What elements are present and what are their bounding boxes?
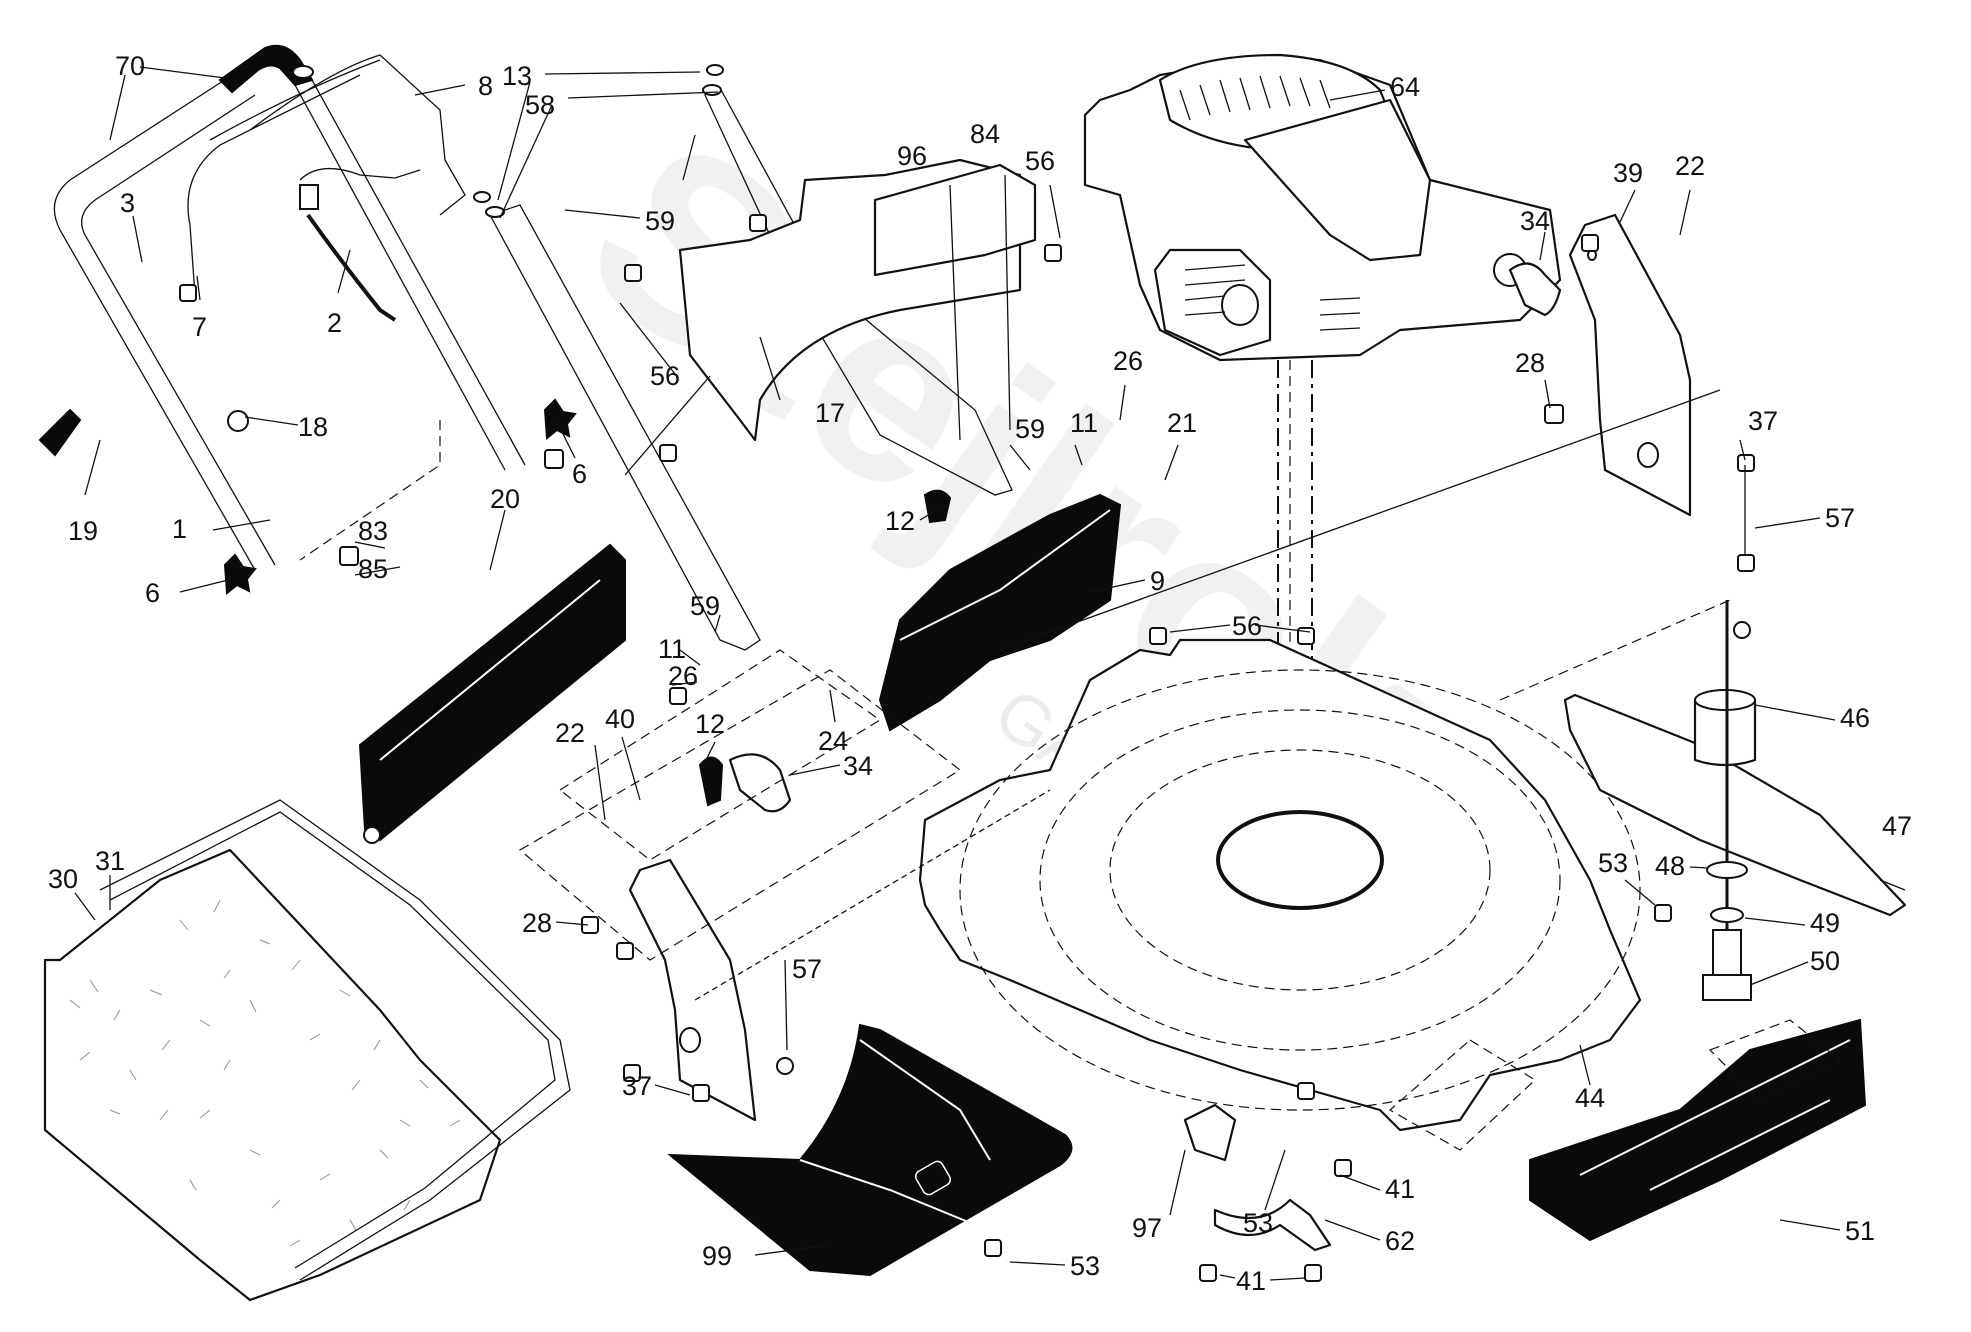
grass-bag (43, 799, 571, 1302)
part-label: 22 (1675, 151, 1705, 181)
part-label: 62 (1385, 1226, 1415, 1256)
part-label: 97 (1132, 1213, 1162, 1243)
part-label: 56 (1025, 146, 1055, 176)
part-label: 11 (658, 634, 686, 664)
part-label: 49 (1810, 908, 1840, 938)
part-label: 31 (95, 846, 125, 876)
engine (1083, 53, 1562, 362)
part-label: 28 (1515, 348, 1545, 378)
leader-lines (74, 66, 1906, 1281)
part-label: 41 (1385, 1174, 1415, 1204)
part-label: 53 (1243, 1208, 1273, 1238)
part-label: 85 (358, 554, 388, 584)
part-label: 9 (1150, 566, 1165, 596)
part-label: 2 (327, 308, 342, 338)
part-label: 34 (843, 751, 873, 781)
part-label: 50 (1810, 946, 1840, 976)
part-label: 53 (1598, 848, 1628, 878)
part-label: 13 (502, 61, 532, 91)
part-label: 47 (1882, 811, 1912, 841)
deflector (678, 158, 1037, 442)
part-labels: 70 8 13 58 59 3 7 2 18 19 1 6 6 56 17 96… (48, 51, 1912, 1296)
part-label: 3 (120, 188, 135, 218)
part-label: 21 (1167, 408, 1197, 438)
part-label: 39 (1613, 158, 1643, 188)
part-label: 40 (605, 704, 635, 734)
part-label: 83 (358, 516, 388, 546)
part-label: 59 (645, 206, 675, 236)
blade-assembly (1563, 600, 1907, 1001)
part-label: 46 (1840, 703, 1870, 733)
part-label: 12 (885, 506, 915, 536)
height-bracket-right (1508, 213, 1692, 517)
mower-deck (918, 638, 1642, 1132)
part-label: 28 (522, 908, 552, 938)
part-label: 58 (525, 90, 555, 120)
part-label: 59 (1015, 414, 1045, 444)
part-label: 44 (1575, 1083, 1605, 1113)
part-label: 37 (622, 1071, 652, 1101)
part-label: 57 (792, 954, 822, 984)
part-label: 30 (48, 864, 78, 894)
part-label: 56 (650, 361, 680, 391)
control-bail (187, 54, 466, 322)
part-label: 48 (1655, 851, 1685, 881)
part-label: 12 (695, 709, 725, 739)
part-label: 51 (1845, 1216, 1875, 1246)
part-label: 37 (1748, 406, 1778, 436)
part-label: 99 (702, 1241, 732, 1271)
part-label: 34 (1520, 206, 1550, 236)
part-label: 20 (490, 484, 520, 514)
front-skirt (667, 1023, 1073, 1277)
rear-flap (878, 493, 1122, 732)
lower-handle (473, 64, 1013, 651)
part-label: 26 (668, 661, 698, 691)
rear-roller (358, 543, 626, 844)
part-label: 22 (555, 718, 585, 748)
part-label: 56 (1232, 611, 1262, 641)
part-label: 57 (1825, 503, 1855, 533)
part-label: 17 (815, 398, 845, 428)
part-label: 70 (115, 51, 145, 81)
part-label: 6 (145, 578, 160, 608)
part-label: 24 (818, 726, 848, 756)
part-label: 18 (298, 412, 328, 442)
part-label: 1 (172, 514, 187, 544)
part-label: 26 (1113, 346, 1143, 376)
upper-handle (53, 44, 526, 571)
assembly-lines (299, 389, 1842, 1151)
height-bracket-left (628, 753, 792, 1122)
part-label: 7 (192, 312, 207, 342)
fasteners (38, 214, 1755, 1282)
part-label: 6 (572, 459, 587, 489)
mulch-plug (1529, 1018, 1867, 1242)
part-label: 11 (1070, 408, 1098, 438)
part-label: 64 (1390, 72, 1420, 102)
part-label: 8 (478, 71, 493, 101)
part-label: 41 (1236, 1266, 1266, 1296)
part-label: 19 (68, 516, 98, 546)
part-label: 53 (1070, 1251, 1100, 1281)
part-label: 59 (690, 591, 720, 621)
part-label: 84 (970, 119, 1000, 149)
part-label: 96 (897, 141, 927, 171)
